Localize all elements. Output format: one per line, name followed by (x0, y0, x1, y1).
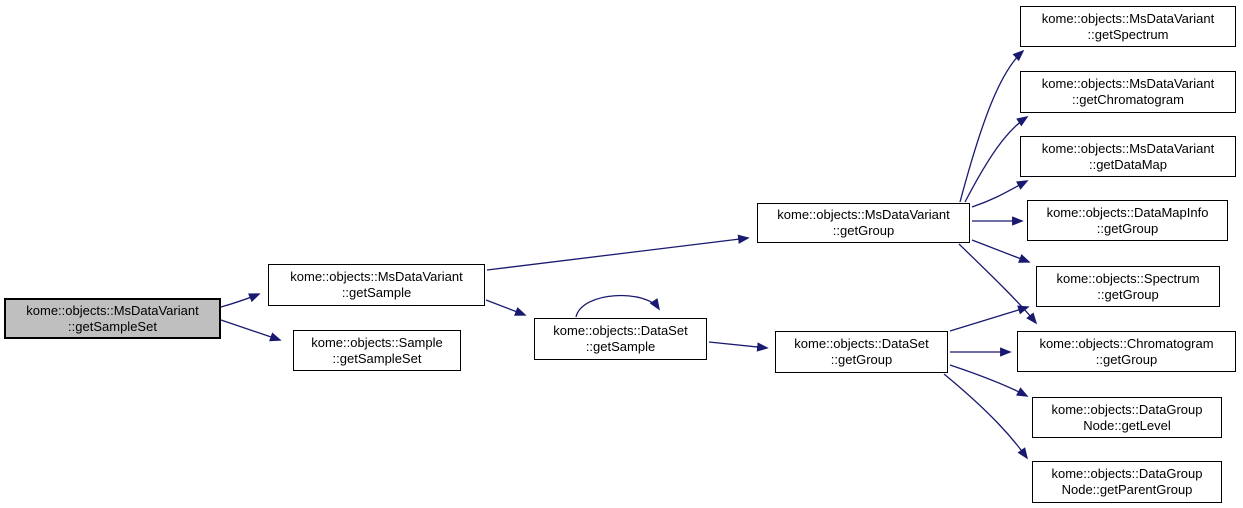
node-dataset-getgroup[interactable]: kome::objects::DataSet ::getGroup (775, 331, 948, 373)
node-msdatavariant-getchromatogram[interactable]: kome::objects::MsDataVariant ::getChroma… (1020, 71, 1236, 113)
edge-dataset-getsample-self-loop (575, 294, 660, 318)
node-msdatavariant-getgroup[interactable]: kome::objects::MsDataVariant ::getGroup (757, 203, 970, 243)
node-label-line2: ::getSpectrum (1087, 26, 1169, 42)
node-label-line1: kome::objects::MsDataVariant (290, 269, 463, 284)
edge-msdv-getgroup-to-chromatogram-getgroup (958, 243, 1038, 325)
node-msdatavariant-getsampleset: kome::objects::MsDataVariant ::getSample… (4, 298, 221, 339)
node-label-line1: kome::objects::DataSet (553, 323, 688, 338)
node-label-line1: kome::objects::Sample (311, 334, 443, 350)
node-label-line1: kome::objects::MsDataVariant (1041, 10, 1215, 26)
edge-dataset-getgroup-to-dgn-getparentgroup (943, 373, 1029, 460)
node-label-line1: kome::objects::DataGroup (1051, 401, 1203, 417)
node-msdatavariant-getspectrum[interactable]: kome::objects::MsDataVariant ::getSpectr… (1020, 6, 1236, 47)
node-label-line2: ::getGroup (832, 223, 895, 238)
node-label-line1: kome::objects::DataMapInfo (1046, 204, 1209, 220)
edge-msdv-getgroup-to-spectrum-getgroup (971, 239, 1031, 263)
node-chromatogram-getgroup[interactable]: kome::objects::Chromatogram ::getGroup (1017, 331, 1236, 372)
edge-getsample-to-dataset-getsample (485, 299, 527, 316)
node-msdatavariant-getsample[interactable]: kome::objects::MsDataVariant ::getSample (268, 264, 485, 306)
edge-dataset-getsample-to-dataset-getgroup (708, 341, 769, 352)
node-label-line2: ::getGroup (1095, 351, 1158, 367)
node-label-line2: Node::getLevel (1083, 417, 1171, 433)
edge-getsampleset-to-getsample (220, 293, 261, 308)
node-label-line2: ::getChromatogram (1072, 92, 1184, 107)
edge-msdv-getgroup-to-getdatamap (971, 180, 1029, 208)
node-label-line2: ::getSampleSet (68, 318, 157, 334)
node-spectrum-getgroup[interactable]: kome::objects::Spectrum ::getGroup (1036, 266, 1220, 307)
edge-dataset-getgroup-to-spectrum-getgroup (949, 305, 1030, 332)
edge-dataset-getgroup-to-dgn-getlevel (949, 364, 1029, 397)
node-label-line1: kome::objects::MsDataVariant (26, 302, 199, 318)
node-datamapinfo-getgroup[interactable]: kome::objects::DataMapInfo ::getGroup (1027, 200, 1228, 241)
node-label-line1: kome::objects::Chromatogram (1039, 335, 1214, 351)
node-label-line1: kome::objects::MsDataVariant (1041, 140, 1215, 156)
edge-getsampleset-to-sample-getsampleset (220, 319, 282, 342)
node-label-line2: ::getGroup (1097, 286, 1159, 302)
node-label-line1: kome::objects::DataSet (794, 336, 929, 351)
node-label-line1: kome::objects::MsDataVariant (1041, 76, 1215, 91)
node-msdatavariant-getdatamap[interactable]: kome::objects::MsDataVariant ::getDataMa… (1020, 136, 1236, 177)
node-datagroupnode-getparentgroup[interactable]: kome::objects::DataGroup Node::getParent… (1032, 461, 1222, 503)
node-label-line2: Node::getParentGroup (1061, 482, 1193, 497)
edge-getsample-to-msdv-getgroup (486, 234, 750, 271)
node-label-line1: kome::objects::MsDataVariant (777, 207, 950, 222)
node-label-line2: ::getDataMap (1088, 156, 1168, 172)
node-label-line2: ::getSampleSet (332, 350, 422, 366)
node-datagroupnode-getlevel[interactable]: kome::objects::DataGroup Node::getLevel (1032, 397, 1222, 438)
node-label-line2: ::getGroup (830, 352, 893, 367)
edge-msdv-getgroup-to-getspectrum (959, 49, 1025, 203)
node-label-line1: kome::objects::Spectrum (1056, 270, 1200, 286)
node-label-line2: ::getSample (341, 285, 412, 300)
node-sample-getsampleset[interactable]: kome::objects::Sample ::getSampleSet (293, 330, 461, 371)
edge-msdv-getgroup-to-getchromatogram (964, 116, 1029, 203)
node-label-line2: ::getSample (585, 339, 656, 354)
node-dataset-getsample[interactable]: kome::objects::DataSet ::getSample (534, 318, 707, 360)
node-label-line2: ::getGroup (1096, 220, 1159, 236)
node-label-line1: kome::objects::DataGroup (1051, 466, 1203, 481)
